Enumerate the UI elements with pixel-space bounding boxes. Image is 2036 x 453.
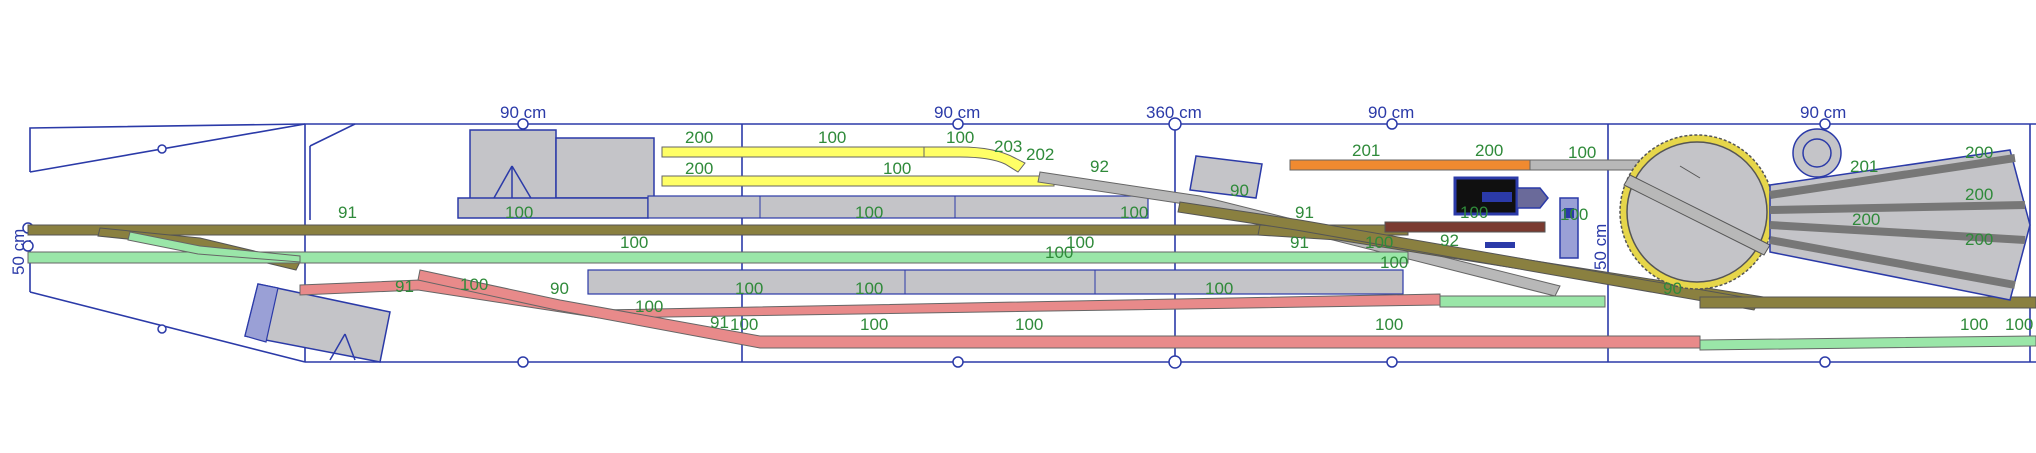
lower-platform xyxy=(587,269,1404,295)
track-label: 100 xyxy=(2005,315,2033,334)
track-label: 200 xyxy=(685,159,713,178)
track-label: 100 xyxy=(855,279,883,298)
dark-red-track xyxy=(1384,221,1546,233)
track-label: 100 xyxy=(620,233,648,252)
building-icon xyxy=(457,129,655,219)
track-label: 202 xyxy=(1026,145,1054,164)
track-label: 100 xyxy=(635,297,663,316)
track-label: 90 xyxy=(1663,279,1682,298)
yellow-track-1 xyxy=(661,146,1026,173)
track-label: 90 xyxy=(550,279,569,298)
track-label: 91 xyxy=(1290,233,1309,252)
track-label: 100 xyxy=(735,279,763,298)
track-label: 92 xyxy=(1440,231,1459,250)
track-label: 200 xyxy=(1965,143,1993,162)
green-track-1 xyxy=(27,231,1409,264)
track-label: 100 xyxy=(1066,233,1094,252)
track-label: 200 xyxy=(1475,141,1503,160)
track-label: 200 xyxy=(685,128,713,147)
track-label: 100 xyxy=(505,203,533,222)
red-track-2 xyxy=(417,269,1701,349)
dim-label-4: 90 cm xyxy=(1368,103,1414,122)
track-label: 200 xyxy=(1965,230,1993,249)
track-label: 100 xyxy=(1380,253,1408,272)
platform xyxy=(647,195,1149,219)
track-length-labels: 200 100 100 203 202 92 200 100 201 200 1… xyxy=(338,128,2033,334)
dim-label-1: 90 cm xyxy=(500,103,546,122)
roundhouse-fan xyxy=(1769,149,2031,301)
track-label: 100 xyxy=(855,203,883,222)
buffer-stop-icon xyxy=(1485,197,1579,259)
track-label: 100 xyxy=(730,315,758,334)
dim-label-5: 90 cm xyxy=(1800,103,1846,122)
track-label: 91 xyxy=(395,277,414,296)
track-label: 100 xyxy=(1015,315,1043,334)
dim-label-2: 90 cm xyxy=(934,103,980,122)
track-label: 200 xyxy=(1852,210,1880,229)
engine-shed-icon xyxy=(244,283,391,363)
frame-nodes xyxy=(22,117,1831,369)
dim-label-right: 50 cm xyxy=(1591,224,1610,270)
track-label: 92 xyxy=(1090,157,1109,176)
track-label: 100 xyxy=(1045,243,1073,262)
track-label: 100 xyxy=(1560,205,1588,224)
track-label: 100 xyxy=(1960,315,1988,334)
track-label: 91 xyxy=(1295,203,1314,222)
track-label: 100 xyxy=(860,315,888,334)
track-label: 100 xyxy=(1460,203,1488,222)
track-label: 91 xyxy=(338,203,357,222)
track-label: 203 xyxy=(994,137,1022,156)
track-label: 100 xyxy=(1375,315,1403,334)
locomotive-icon xyxy=(1453,176,1549,216)
track-label: 100 xyxy=(460,275,488,294)
track-label: 201 xyxy=(1352,141,1380,160)
track-label: 100 xyxy=(818,128,846,147)
turntable-icon xyxy=(1619,134,1775,290)
track-label: 201 xyxy=(1850,157,1878,176)
track-label: 200 xyxy=(1965,185,1993,204)
yellow-track-2 xyxy=(661,175,1055,187)
orange-track xyxy=(1289,159,1531,171)
dim-label-3: 360 cm xyxy=(1146,103,1202,122)
track-label: 100 xyxy=(946,128,974,147)
track-label: 90 xyxy=(1230,181,1249,200)
track-label: 100 xyxy=(883,159,911,178)
water-tower-icon xyxy=(1792,128,1842,178)
dim-label-left: 50 cm xyxy=(9,229,28,275)
small-building-icon xyxy=(1189,155,1263,199)
track-label: 100 xyxy=(1365,233,1393,252)
track-label: 100 xyxy=(1568,143,1596,162)
track-label: 100 xyxy=(1205,279,1233,298)
track-label: 91 xyxy=(710,313,729,332)
track-label: 100 xyxy=(1120,203,1148,222)
